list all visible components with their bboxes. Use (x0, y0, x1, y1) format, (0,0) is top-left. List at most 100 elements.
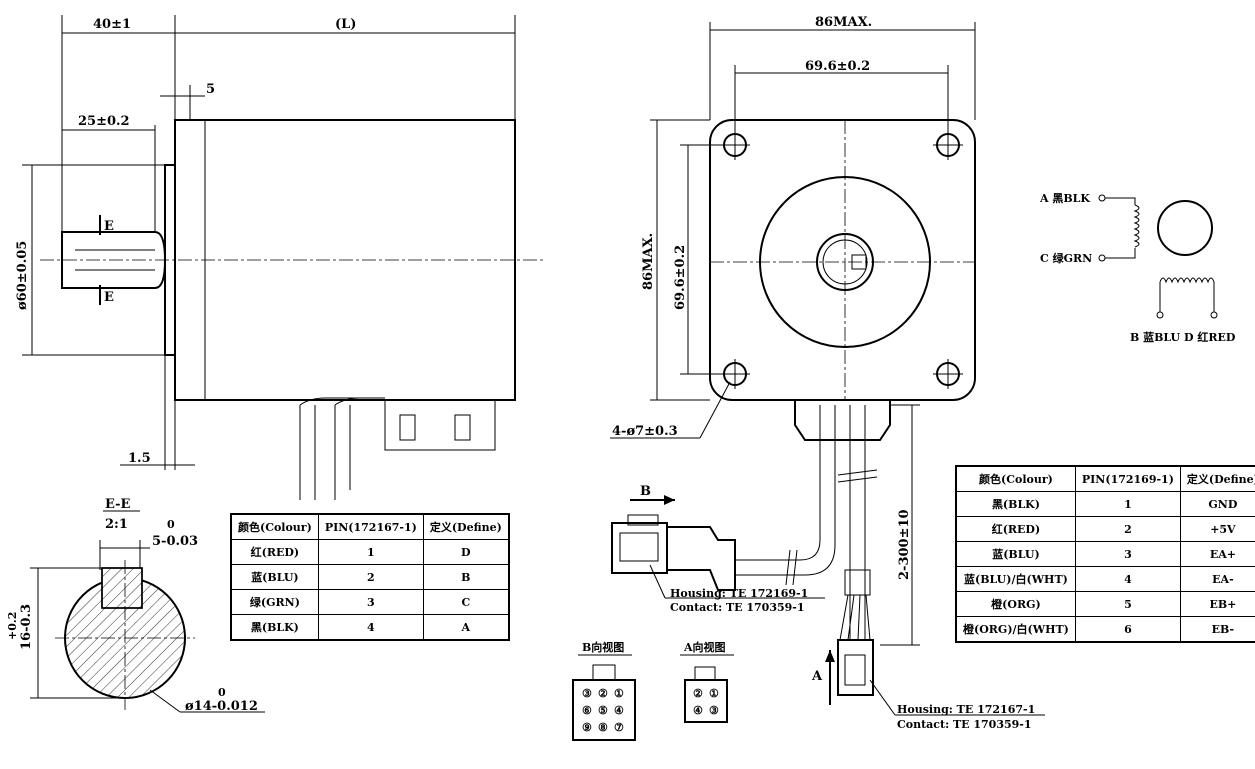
col-define: 定义(Define) (422, 513, 510, 540)
dim-width: 86MAX. (815, 15, 872, 30)
shaft-dia-tolerance: 0 (218, 686, 226, 699)
dim-key-width: 5-0.03 (152, 534, 198, 549)
b-pin: ⑥ (582, 704, 592, 717)
dim-shaft-length: 40±1 (93, 17, 131, 32)
cell: 2 (317, 564, 424, 590)
section-mark-bottom: E (104, 290, 114, 305)
conn-b-housing: Housing: TE 172169-1 (670, 587, 808, 600)
section-title: E-E (105, 497, 131, 512)
wire-label-c: C 绿GRN (1040, 251, 1092, 265)
a-pin: ③ (709, 704, 719, 717)
cell: 4 (1074, 566, 1181, 592)
a-pin: ② (693, 687, 703, 700)
a-pin: ① (709, 687, 719, 700)
col-colour: 颜色(Colour) (230, 513, 319, 540)
cell: 橙(ORG) (955, 591, 1076, 617)
dim-height: 86MAX. (641, 233, 656, 290)
dim-body-length: (L) (335, 17, 356, 32)
cell: A (422, 614, 510, 641)
cell: 蓝(BLU) (955, 541, 1076, 567)
front-view: 86MAX. 69.6±0.2 86MAX. 69.6±0.2 (610, 15, 1045, 731)
cell: B (422, 564, 510, 590)
view-a-marker: A (811, 669, 823, 684)
cell: 红(RED) (955, 516, 1076, 542)
cell: 5 (1074, 591, 1181, 617)
col-pin: PIN(172169-1) (1074, 465, 1181, 492)
dim-pilot-diameter: ø60±0.05 (15, 241, 30, 310)
cell: +5V (1179, 516, 1255, 542)
cell: 3 (317, 589, 424, 615)
key-width-tolerance: 0 (167, 518, 175, 531)
cell: 1 (317, 539, 424, 565)
cell: C (422, 589, 510, 615)
cell: 6 (1074, 616, 1181, 643)
table-row: 红(RED)2+5V (955, 516, 1255, 542)
view-b-marker: B (640, 484, 651, 499)
cell: 4 (317, 614, 424, 641)
col-pin: PIN(172167-1) (317, 513, 424, 540)
wire-label-a: A 黑BLK (1039, 192, 1090, 205)
b-pin: ⑨ (582, 721, 592, 734)
b-pin: ① (614, 687, 624, 700)
cell: EA+ (1179, 541, 1255, 567)
dim-lead-length: 2-300±10 (897, 509, 912, 580)
conn-a-housing: Housing: TE 172167-1 (897, 703, 1035, 716)
b-pin: ④ (614, 704, 624, 717)
wiring-diagram: A 黑BLK C 绿GRN B 蓝BLU D 红RED (1039, 192, 1236, 344)
side-view: 40±1 (L) 5 25±0.2 ø60±0.05 E E (15, 15, 545, 500)
cell: 2 (1074, 516, 1181, 542)
b-view-title: B向视图 (582, 640, 624, 654)
section-scale: 2:1 (105, 517, 128, 532)
dim-flange: 1.5 (128, 451, 151, 466)
cell: 绿(GRN) (230, 589, 319, 615)
dim-hole-pitch-horizontal: 69.6±0.2 (805, 59, 870, 74)
cell: EB- (1179, 616, 1255, 643)
a-pin: ④ (693, 704, 703, 717)
connector-views: B向视图 ③ ② ① ⑥ ⑤ ④ ⑨ ⑧ ⑦ A向视图 ② ① ④ ③ (572, 640, 734, 741)
table-header-row: 颜色(Colour) PIN(172169-1) 定义(Define) (955, 465, 1255, 492)
cell: 黑(BLK) (230, 614, 319, 641)
cell: 蓝(BLU)/白(WHT) (955, 566, 1076, 592)
encoder-pin-table: 颜色(Colour) PIN(172169-1) 定义(Define) 黑(BL… (955, 465, 1255, 643)
b-pin: ⑧ (598, 721, 608, 734)
wire-label-bd: B 蓝BLU D 红RED (1130, 330, 1236, 344)
dim-flat-height: 16-0.3 (19, 604, 34, 650)
col-colour: 颜色(Colour) (955, 465, 1076, 492)
cell: 蓝(BLU) (230, 564, 319, 590)
cell: 1 (1074, 491, 1181, 517)
b-pin: ③ (582, 687, 592, 700)
cell: 橙(ORG)/白(WHT) (955, 616, 1076, 643)
dim-key-length: 25±0.2 (78, 114, 130, 129)
cell: EA- (1179, 566, 1255, 592)
b-pin: ⑦ (614, 721, 624, 734)
table-header-row: 颜色(Colour) PIN(172167-1) 定义(Define) (230, 513, 510, 540)
cell: D (422, 539, 510, 565)
conn-a-contact: Contact: TE 170359-1 (897, 718, 1032, 731)
b-pin: ⑤ (598, 704, 608, 717)
cell: 3 (1074, 541, 1181, 567)
cell: GND (1179, 491, 1255, 517)
motor-pin-table: 颜色(Colour) PIN(172167-1) 定义(Define) 红(RE… (230, 513, 510, 641)
conn-b-contact: Contact: TE 170359-1 (670, 601, 805, 614)
a-view-title: A向视图 (683, 640, 726, 654)
section-mark-top: E (104, 219, 114, 234)
cell: 红(RED) (230, 539, 319, 565)
dim-shaft-diameter: ø14-0.012 (185, 699, 258, 714)
section-view: E-E 2:1 0 5-0.03 16-0.3 +0.2 0 ø14-0.012 (6, 497, 265, 714)
dim-mounting-holes: 4-ø7±0.3 (612, 424, 678, 439)
dim-pilot-depth: 5 (206, 82, 215, 97)
cell: 黑(BLK) (955, 491, 1076, 517)
col-define: 定义(Define) (1179, 465, 1255, 492)
flat-height-tolerance: +0.2 (6, 612, 19, 640)
